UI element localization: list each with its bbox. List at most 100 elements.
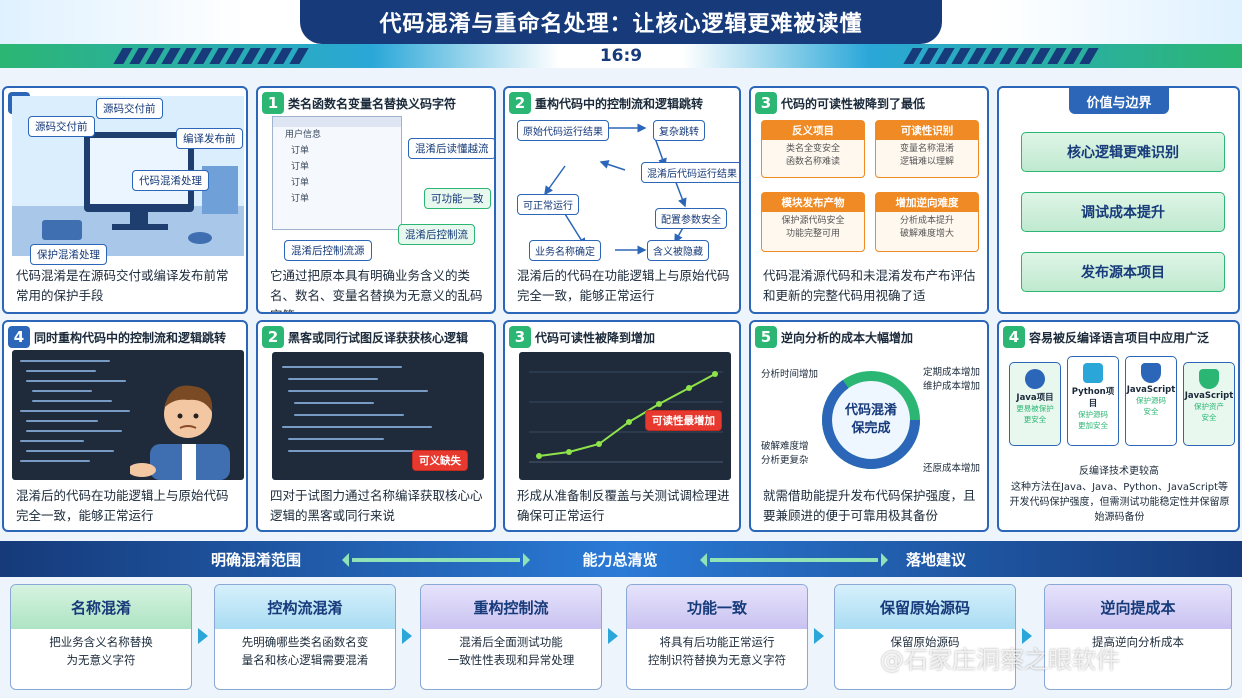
card-reverse-cost: 5 逆向分析的成本大幅增加 代码混淆 保完成 分析时间增加 定期成本增加 维护成… (749, 320, 989, 532)
card-title: 黑客或同行试图反译获获核心逻辑 (288, 331, 469, 345)
tree-item: 订单 (291, 162, 310, 172)
step-card: 名称混淆 把业务含义名称替换 为无意义字符 (10, 584, 192, 690)
lang-sub: 保护源码 安全 (1136, 396, 1166, 416)
header: 代码混淆与重命名处理：让核心逻辑更难被读懂 (0, 0, 1242, 44)
step-text: 混淆后全面测试功能 一致性性表现和异常处理 (447, 635, 575, 667)
band-arrow (700, 553, 888, 567)
lang-sub: 保护资产 安全 (1194, 402, 1224, 422)
card-number: 4 (1003, 326, 1025, 348)
tag-obfuscation: 代码混淆处理 (132, 170, 209, 191)
flow-arrows (544, 123, 687, 255)
value-item: 调试成本提升 (1021, 192, 1225, 232)
lang-card: Java项目 更易被保护 更安全 (1009, 362, 1061, 446)
flow-node-config-safe: 配置参数安全 (655, 208, 727, 229)
step-card: 控构流混淆 先明确哪些类名函数名变 量名和核心逻辑需要混淆 (214, 584, 396, 690)
step-title: 控构流混淆 (215, 585, 395, 629)
tag-before-delivery-2: 源码交付前 (28, 116, 95, 137)
lang-card: JavaScript 保护资产 安全 (1183, 362, 1235, 446)
info-box: 增加逆向难度 分析成本提升 破解难度增大 (875, 192, 979, 252)
step-text: 把业务含义名称替换 为无意义字符 (49, 635, 153, 667)
lang-card: JavaScript 保护源码 安全 (1125, 356, 1177, 446)
project-icon (1025, 369, 1045, 389)
card-number: 3 (509, 326, 531, 348)
value-item: 核心逻辑更难识别 (1021, 132, 1225, 172)
band-label-advice: 落地建议 (905, 551, 966, 569)
info-box: 模块发布产物 保护源代码安全 功能完整可用 (761, 192, 865, 252)
lang-name: Python项目 (1071, 387, 1115, 409)
flow-node-original-result: 原始代码运行结果 (517, 120, 609, 141)
tag-same-function: 可功能一致 (424, 188, 491, 209)
step-text: 保留原始源码 (890, 635, 960, 649)
card-control-flow: 2 重构代码中的控制流和逻辑跳转 原始代码运行结果 复杂跳转 混淆后代码运行结果… (503, 86, 741, 314)
info-box: 可读性识别 变量名称混淆 逻辑难以理解 (875, 120, 979, 178)
info-box-title: 可读性识别 (876, 121, 978, 140)
step-arrow (198, 628, 208, 644)
info-box-text: 类名全变安全 函数名称难读 (785, 144, 840, 167)
ring-center-text: 代码混淆 保完成 (844, 403, 897, 436)
card-caption: 混淆后的代码在功能逻辑上与原始代码完全一致，能够正常运行 (16, 488, 229, 523)
card-value-boundary: 价值与边界 核心逻辑更难识别 调试成本提升 发布源本项目 (997, 86, 1240, 314)
card-caption: 混淆后的代码在功能逻辑上与原始代码完全一致，能够正常运行 (517, 268, 730, 303)
step-arrow (402, 628, 412, 644)
card-caption: 代码混淆是在源码交付或编译发布前常常用的保护手段 (16, 268, 229, 303)
info-box-title: 增加逆向难度 (876, 193, 978, 212)
value-item: 发布源本项目 (1021, 252, 1225, 292)
shield-icon (1199, 369, 1219, 389)
step-title: 重构控制流 (421, 585, 601, 629)
card-number: 1 (262, 92, 284, 114)
card-title: 重构代码中的控制流和逻辑跳转 (535, 97, 704, 111)
card-source-delivery: 1 源码交付前 源码交付前 编译发布前 代码混淆处理 保护混淆处理 代码混淆是在… (2, 86, 248, 314)
page-title: 代码混淆与重命名处理：让核心逻辑更难被读懂 (300, 0, 942, 44)
step-text: 提高逆向分析成本 (1092, 635, 1184, 649)
card-number: 3 (755, 92, 777, 114)
tree-item: 用户信息 (285, 130, 322, 140)
lang-name: Java项目 (1016, 393, 1054, 403)
lang-name: JavaScript (1184, 391, 1234, 401)
flow-node-meaning-hidden: 含义被隐藏 (647, 240, 709, 261)
tag-obf-readable: 混淆后读懂越流 (408, 138, 494, 159)
lang-name: JavaScript (1126, 385, 1176, 395)
tag-obf-control-flow: 混淆后控制流 (398, 224, 475, 245)
card-title: 同时重构代码中的控制流和逻辑跳转 (34, 331, 227, 345)
flow-node-obf-result: 混淆后代码运行结果 (641, 162, 739, 183)
card-languages: 4 容易被反编译语言项目中应用广泛 Java项目 更易被保护 更安全 Pytho… (997, 320, 1240, 532)
step-arrow (608, 628, 618, 644)
flow-node-complex-jump: 复杂跳转 (653, 120, 705, 141)
card-restructure-flow: 4 同时重构代码中的控制流和逻辑跳转 混淆后的代码在功能逻辑上与原始代码完全一致… (2, 320, 248, 532)
tag-before-delivery: 源码交付前 (96, 98, 163, 119)
card-number: 2 (509, 92, 531, 114)
card-number: 5 (755, 326, 777, 348)
lang-card: Python项目 保护源码 更加安全 (1067, 356, 1119, 446)
card-caption: 这种方法在Java、Java、Python、JavaScript等开发代码保护强… (1009, 482, 1230, 523)
tag-before-release: 编译发布前 (176, 128, 243, 149)
card-title: 代码的可读性被降到了最低 (781, 97, 926, 111)
step-title: 逆向提成本 (1045, 585, 1231, 629)
file-tree-window: 用户信息 订单 订单 订单 订单 (272, 116, 402, 230)
step-card: 保留原始源码 保留原始源码 (834, 584, 1016, 690)
project-icon (1083, 363, 1103, 383)
tag-meaning-lost: 可义缺失 (412, 450, 468, 471)
lang-sub: 保护源码 更加安全 (1078, 410, 1108, 430)
value-title: 价值与边界 (1069, 88, 1169, 114)
card-number: 2 (262, 326, 284, 348)
step-text: 将具有后功能正常运行 控制识符替换为无意义字符 (648, 635, 786, 667)
step-arrow (1022, 628, 1032, 644)
tag-protect: 保护混淆处理 (30, 244, 107, 265)
step-card: 重构控制流 混淆后全面测试功能 一致性性表现和异常处理 (420, 584, 602, 690)
step-title: 功能一致 (627, 585, 807, 629)
header-stripes-right (903, 48, 1099, 64)
step-title: 保留原始源码 (835, 585, 1015, 629)
tag-readability-increase: 可读性最增加 (645, 410, 722, 431)
card-caption: 它通过把原本具有明确业务含义的类名、数名、变量名替换为无意义的乱码字符 (270, 268, 483, 312)
aspect-ratio-label: 16:9 (599, 46, 643, 66)
developer-avatar (130, 385, 230, 480)
info-box-title: 模块发布产物 (762, 193, 864, 212)
progress-ring (822, 371, 920, 469)
card-number: 4 (8, 326, 30, 348)
step-arrow (814, 628, 824, 644)
info-box-text: 分析成本提升 破解难度增大 (899, 216, 954, 239)
card-caption: 四对于试图力通过名称编译获取核心心逻辑的黑客或同行来说 (270, 488, 483, 523)
step-card: 功能一致 将具有后功能正常运行 控制识符替换为无意义字符 (626, 584, 808, 690)
ring-label: 定期成本增加 维护成本增加 (923, 367, 981, 392)
card-title: 代码可读性被降到增加 (535, 331, 656, 345)
